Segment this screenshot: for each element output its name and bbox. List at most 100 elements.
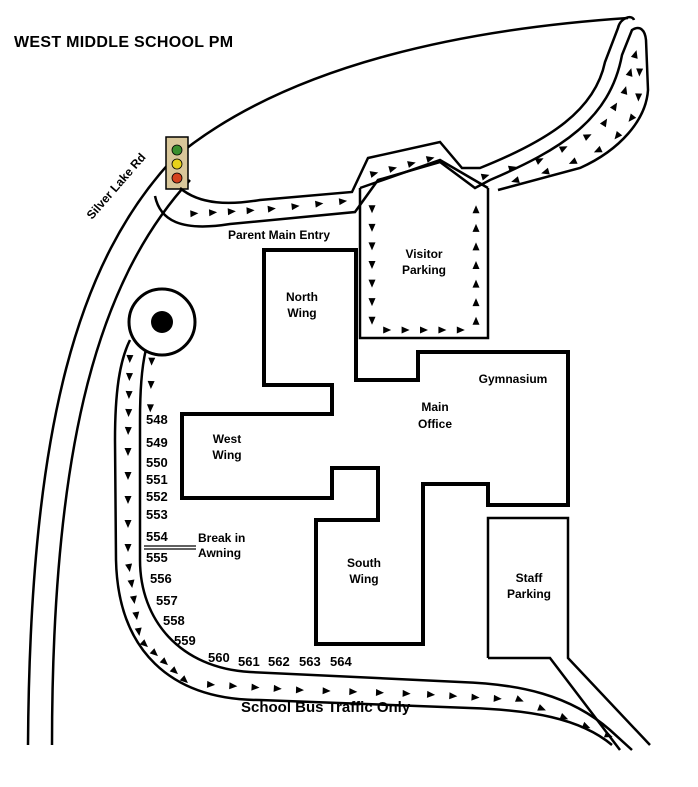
direction-arrow-icon [401,326,410,334]
direction-arrow-icon [472,298,480,307]
direction-arrow-icon [124,426,132,435]
direction-arrow-icon [349,688,358,696]
bus-stop-550: 550 [146,455,168,470]
bus-stop-numbers: 548 549 550 551 552 553 554 555 556 557 … [144,412,352,669]
direction-arrow-icon [581,721,591,729]
direction-arrow-icon [375,689,384,697]
bus-stop-563: 563 [299,654,321,669]
direction-arrow-icon [456,326,465,334]
direction-arrow-icon [322,687,331,695]
direction-arrow-icon [628,113,637,122]
direction-arrow-icon [472,279,480,288]
direction-arrow-icon [208,209,218,217]
bus-stop-553: 553 [146,507,168,522]
direction-arrow-icon [534,158,544,165]
direction-arrow-icon [614,130,623,140]
direction-arrow-icon [295,686,304,694]
visitor-parking-label-2: Parking [402,263,446,277]
direction-arrow-icon [368,205,376,214]
north-wing-label-2: Wing [287,306,316,320]
direction-arrow-icon [472,261,480,269]
direction-arrow-icon [558,146,568,153]
direction-arrow-icon [620,86,628,95]
direction-arrow-icon [125,563,133,572]
direction-arrow-icon [179,675,188,684]
bus-stop-564: 564 [330,654,352,669]
direction-arrow-icon [147,380,155,389]
south-wing-label-1: South [347,556,381,570]
direction-arrow-icon [599,118,608,128]
bus-stop-560: 560 [208,650,230,665]
direction-arrow-icon [369,171,379,178]
direction-arrow-icon [338,198,348,206]
south-wing-label-2: Wing [349,572,378,586]
direction-arrow-icon [471,693,480,701]
bus-stop-558: 558 [163,613,185,628]
direction-arrow-icon [227,208,236,216]
direction-arrow-icon [368,279,376,288]
direction-arrow-icon [246,207,255,215]
direction-arrow-icon [251,683,260,691]
direction-arrow-icon [315,200,324,208]
bus-stop-552: 552 [146,489,168,504]
awning-note-1: Break in [198,531,245,545]
silver-lake-road-label: Silver Lake Rd [84,150,149,222]
direction-arrow-icon [229,682,238,690]
direction-arrow-icon [511,176,520,184]
direction-arrow-icon [368,242,376,251]
direction-arrow-icon [438,326,447,334]
direction-arrow-icon [126,354,134,363]
direction-arrow-icon [169,666,178,675]
direction-arrow-icon [493,694,502,702]
west-wing-label-1: West [213,432,241,446]
direction-arrow-icon [507,165,517,173]
direction-arrow-icon [425,156,435,163]
direction-arrow-icon [420,326,428,334]
direction-arrow-icon [514,695,524,702]
bus-stop-557: 557 [156,593,178,608]
bus-stop-561: 561 [238,654,260,669]
direction-arrow-icon [603,730,613,738]
main-office-label-2: Office [418,417,452,431]
entry-loop-road [153,16,650,228]
bus-stop-551: 551 [146,472,168,487]
direction-arrow-icon [139,639,148,648]
direction-arrow-icon [125,390,133,399]
visitor-parking-label-1: Visitor [405,247,442,261]
school-building [180,248,570,646]
direction-arrow-icon [132,611,140,620]
bus-stop-555: 555 [146,550,168,565]
direction-arrow-icon [625,68,633,77]
direction-arrow-icon [472,242,480,251]
direction-arrow-icon [124,472,132,480]
bus-stop-559: 559 [174,633,196,648]
direction-arrow-icon [593,145,603,153]
bus-turnaround [127,287,197,357]
staff-parking-label-2: Parking [507,587,551,601]
direction-arrow-icon [124,520,132,528]
direction-arrow-icon [368,223,376,232]
direction-arrow-icon [127,579,135,588]
parent-entry-label: Parent Main Entry [228,228,330,242]
direction-arrow-icon [568,157,578,164]
direction-arrow-icon [559,713,569,720]
direction-arrow-icon [537,704,546,711]
direction-arrow-icon [134,627,142,636]
bus-loop-road [113,334,633,751]
direction-arrow-icon [129,595,137,604]
direction-arrow-icon [125,408,133,417]
direction-arrow-icon [267,205,276,213]
bus-stop-556: 556 [150,571,172,586]
gymnasium-label: Gymnasium [479,372,548,386]
direction-arrow-icon [124,448,132,456]
direction-arrow-icon [630,50,638,59]
direction-arrow-icon [472,223,480,232]
direction-arrow-icon [190,210,199,218]
direction-arrow-icon [582,134,592,141]
direction-arrow-icon [291,203,300,211]
direction-arrow-icon [407,161,416,168]
direction-arrow-icon [402,689,411,697]
direction-arrow-icon [388,166,397,173]
direction-arrow-icon [124,496,132,504]
